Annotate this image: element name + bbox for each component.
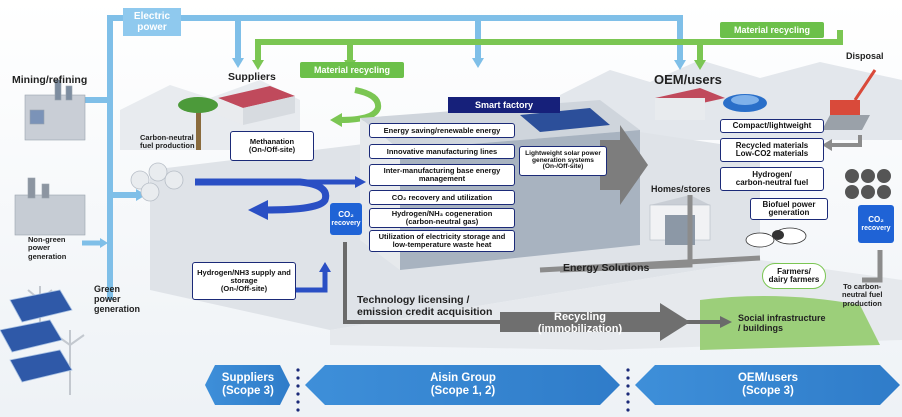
arrow-head bbox=[136, 189, 146, 201]
recycle-loop bbox=[339, 87, 382, 123]
hydrogen-supply-box: Hydrogen/NH3 supply and storage (On-/Off… bbox=[192, 262, 296, 300]
scope-suppliers-label: Suppliers (Scope 3) bbox=[221, 372, 275, 397]
arrow-head bbox=[248, 200, 268, 220]
material-recycling-mid-tag: Material recycling bbox=[300, 62, 404, 78]
excavator-icon bbox=[822, 69, 877, 130]
oem-to-social-arrow bbox=[862, 250, 883, 283]
smart-factory-title: Smart factory bbox=[448, 97, 560, 113]
oem-users-label: OEM/users bbox=[654, 72, 722, 87]
non-green-label: Non-green power generation bbox=[28, 235, 67, 261]
cow-icon bbox=[745, 227, 807, 248]
scope-band bbox=[205, 365, 900, 405]
farmers-box: Farmers/ dairy farmers bbox=[762, 263, 826, 289]
co2-text: CO₂ bbox=[868, 214, 884, 224]
disposal-label: Disposal bbox=[846, 51, 884, 61]
oem-box-compact: Compact/lightweight bbox=[720, 119, 824, 133]
mining-label: Mining/refining bbox=[12, 74, 88, 86]
energy-solutions-label: Energy Solutions bbox=[563, 262, 650, 274]
co2-recovery-right: CO₂ recovery bbox=[858, 205, 894, 243]
mining-icon bbox=[24, 79, 86, 141]
arrow-head bbox=[252, 60, 264, 70]
power-plant-icon bbox=[14, 177, 86, 236]
oem-box-recycled: Recycled materials Low-CO2 materials bbox=[720, 138, 824, 162]
supplier-buildings-icon bbox=[218, 86, 295, 125]
recovery-text: recovery bbox=[861, 224, 891, 232]
factory-box-6: Utilization of electricity storage and l… bbox=[369, 230, 515, 252]
hydrogen-to-factory bbox=[290, 270, 328, 293]
factory-box-1: Energy saving/renewable energy bbox=[369, 123, 515, 138]
arrow-head bbox=[720, 316, 732, 328]
arrow-head bbox=[472, 58, 484, 68]
recycling-label: Recycling (immobilization) bbox=[537, 310, 623, 335]
electric-power-tag: Electric power bbox=[123, 8, 181, 36]
arrow-head bbox=[319, 262, 331, 272]
arrow-head bbox=[822, 139, 832, 151]
recovery-text: recovery bbox=[331, 219, 361, 227]
arrow-head bbox=[330, 113, 342, 127]
material-recycling-top-tag: Material recycling bbox=[720, 22, 824, 38]
green-field bbox=[700, 296, 880, 350]
social-infra-label: Social infrastructure / buildings bbox=[738, 313, 826, 333]
battery-icon bbox=[845, 169, 891, 199]
biofuel-box: Biofuel power generation bbox=[750, 198, 828, 220]
factory-box-5: Hydrogen/NH₃ cogeneration (carbon-neutra… bbox=[369, 208, 515, 228]
scope-dividers bbox=[296, 368, 630, 412]
solar-panel-icon bbox=[0, 289, 73, 383]
suppliers-label: Suppliers bbox=[228, 71, 276, 83]
homes-stores-label: Homes/stores bbox=[651, 184, 711, 194]
material-recycling-lines bbox=[255, 30, 843, 60]
oem-buildings-icon bbox=[655, 88, 725, 120]
car-icon bbox=[723, 94, 767, 112]
methanation-box: Methanation (On-/Off-site) bbox=[230, 131, 314, 161]
oem-box-hydrogen: Hydrogen/ carbon-neutral fuel bbox=[720, 167, 824, 191]
carbon-neutral-fuel-label: Carbon-neutral fuel production bbox=[140, 133, 195, 151]
co2-recovery-left: CO₂ recovery bbox=[330, 203, 362, 235]
oem-down-arrow bbox=[559, 195, 693, 273]
fuel-tank-icon bbox=[130, 162, 184, 202]
co2-text: CO₂ bbox=[338, 209, 354, 219]
scope-aisin-label: Aisin Group (Scope 1, 2) bbox=[430, 372, 496, 397]
scope-oem-label: OEM/users (Scope 3) bbox=[737, 372, 799, 397]
green-power-label: Green power generation bbox=[94, 284, 141, 314]
solar-box: Lightweight solar power generation syste… bbox=[519, 146, 607, 176]
factory-box-2: Innovative manufacturing lines bbox=[369, 144, 515, 159]
disposal-to-oem-arrow bbox=[830, 135, 862, 147]
recycling-arrow bbox=[500, 303, 690, 341]
arrow-head bbox=[355, 176, 366, 188]
arrow-head bbox=[674, 60, 686, 70]
to-cn-fuel-label: To carbon- neutral fuel production bbox=[842, 282, 883, 308]
arrow-head bbox=[694, 60, 706, 70]
energy-arrow bbox=[600, 125, 648, 205]
arrow-head bbox=[232, 58, 244, 68]
factory-box-4: CO₂ recovery and utilization bbox=[369, 190, 515, 205]
palm-tree-icon bbox=[178, 97, 218, 150]
arrow-head bbox=[100, 238, 108, 248]
factory-box-3: Inter-manufacturing base energy manageme… bbox=[369, 164, 515, 186]
tech-licensing-label: Technology licensing / emission credit a… bbox=[357, 294, 493, 318]
